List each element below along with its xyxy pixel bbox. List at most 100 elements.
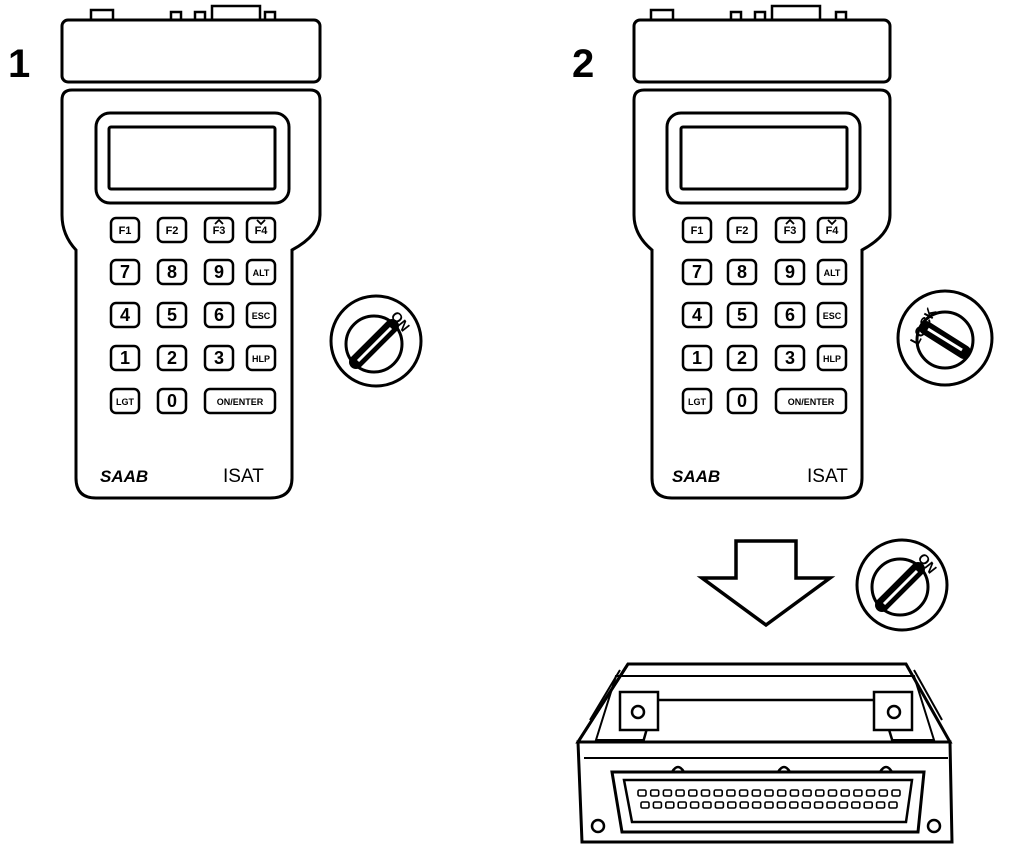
svg-text:ON/ENTER: ON/ENTER [217,397,264,407]
svg-text:2: 2 [167,348,177,368]
key-4: 4 [109,301,141,329]
svg-text:LGT: LGT [688,397,706,407]
connector-pin [702,801,712,809]
svg-text:LGT: LGT [116,397,134,407]
key-3: 3 [203,344,235,372]
connector-pin [888,801,898,809]
key-9: 9 [774,258,806,286]
svg-text:F2: F2 [166,225,179,237]
svg-text:6: 6 [214,305,224,325]
svg-text:7: 7 [120,262,130,282]
down-arrow-icon [696,539,836,628]
key-f2: F2 [726,216,758,244]
tester-2-screen [679,125,849,191]
connector-pin [863,801,874,809]
key-esc: ESC [245,301,277,329]
tester-2-model: ISAT [807,466,848,487]
svg-text:ESC: ESC [823,311,842,321]
svg-text:7: 7 [692,262,702,282]
tester-2-connector-icon [632,4,892,84]
key-4: 4 [681,301,713,329]
svg-text:F4: F4 [255,225,269,237]
key-1: 1 [681,344,713,372]
connector-pin [813,801,824,809]
svg-text:ON/ENTER: ON/ENTER [788,397,835,407]
key-0: 0 [156,387,188,415]
svg-text:F3: F3 [784,225,797,237]
key-f1: F1 [681,216,713,244]
key-on-enter: ON/ENTER [774,387,848,415]
connector-pin [814,789,825,797]
connector-pin [714,801,725,809]
tester-1-connector-icon [60,4,322,84]
svg-text:8: 8 [737,262,747,282]
connector-pin [751,801,762,809]
key-6: 6 [774,301,806,329]
svg-text:ALT: ALT [253,268,270,278]
tester-1-model: ISAT [223,466,264,487]
svg-text:HLP: HLP [252,354,270,364]
ignition-switch-3-on [855,538,949,632]
connector-pin [713,789,724,797]
connector-pin [738,789,749,797]
ignition-key-2-icon [919,321,971,359]
key-9: 9 [203,258,235,286]
connector-pin [640,801,650,809]
svg-text:9: 9 [214,262,224,282]
connector-pin [865,789,876,797]
svg-text:0: 0 [737,391,747,411]
svg-text:2: 2 [737,348,747,368]
connector-pin [838,801,849,809]
key-f2: F2 [156,216,188,244]
connector-pin [875,801,886,809]
connector-pin [751,789,762,797]
isat-tester-1 [60,4,322,500]
key-8: 8 [156,258,188,286]
connector-pin [649,789,660,797]
svg-text:4: 4 [692,305,702,325]
key-lgt: LGT [681,387,713,415]
connector-pin [700,789,711,797]
svg-text:5: 5 [737,305,747,325]
connector-pin [826,801,836,809]
connector-pin [850,801,861,809]
connector-pin [776,801,787,809]
key-f1: F1 [109,216,141,244]
key-esc: ESC [816,301,848,329]
svg-text:1: 1 [692,348,702,368]
svg-text:5: 5 [167,305,177,325]
svg-text:HLP: HLP [823,354,841,364]
svg-text:ESC: ESC [252,311,271,321]
connector-pin [726,801,737,809]
ignition-key-1-icon [349,319,399,369]
connector-pin [788,801,799,809]
ignition-switch-2-lock [896,289,994,387]
svg-text:8: 8 [167,262,177,282]
svg-text:F1: F1 [119,225,132,237]
control-module [575,662,954,844]
key-8: 8 [726,258,758,286]
connector-pin [853,789,863,797]
step-number-1: 1 [8,42,31,86]
tester-1-screen [107,125,277,191]
key-f4: F4 [816,216,848,244]
key-6: 6 [203,301,235,329]
key-lgt: LGT [109,387,141,415]
step-number-2: 2 [572,42,595,86]
connector-pin [687,789,698,797]
connector-pin [677,801,688,809]
connector-pin [891,789,901,797]
ignition-key-3-icon [875,562,925,612]
connector-pin [726,789,736,797]
key-hlp: HLP [245,344,277,372]
key-7: 7 [109,258,141,286]
connector-pin [739,801,750,809]
key-alt: ALT [816,258,848,286]
connector-pin [878,789,889,797]
svg-text:4: 4 [120,305,130,325]
tester-2-brand: SAAB [672,467,720,486]
connector-pin [764,789,774,797]
